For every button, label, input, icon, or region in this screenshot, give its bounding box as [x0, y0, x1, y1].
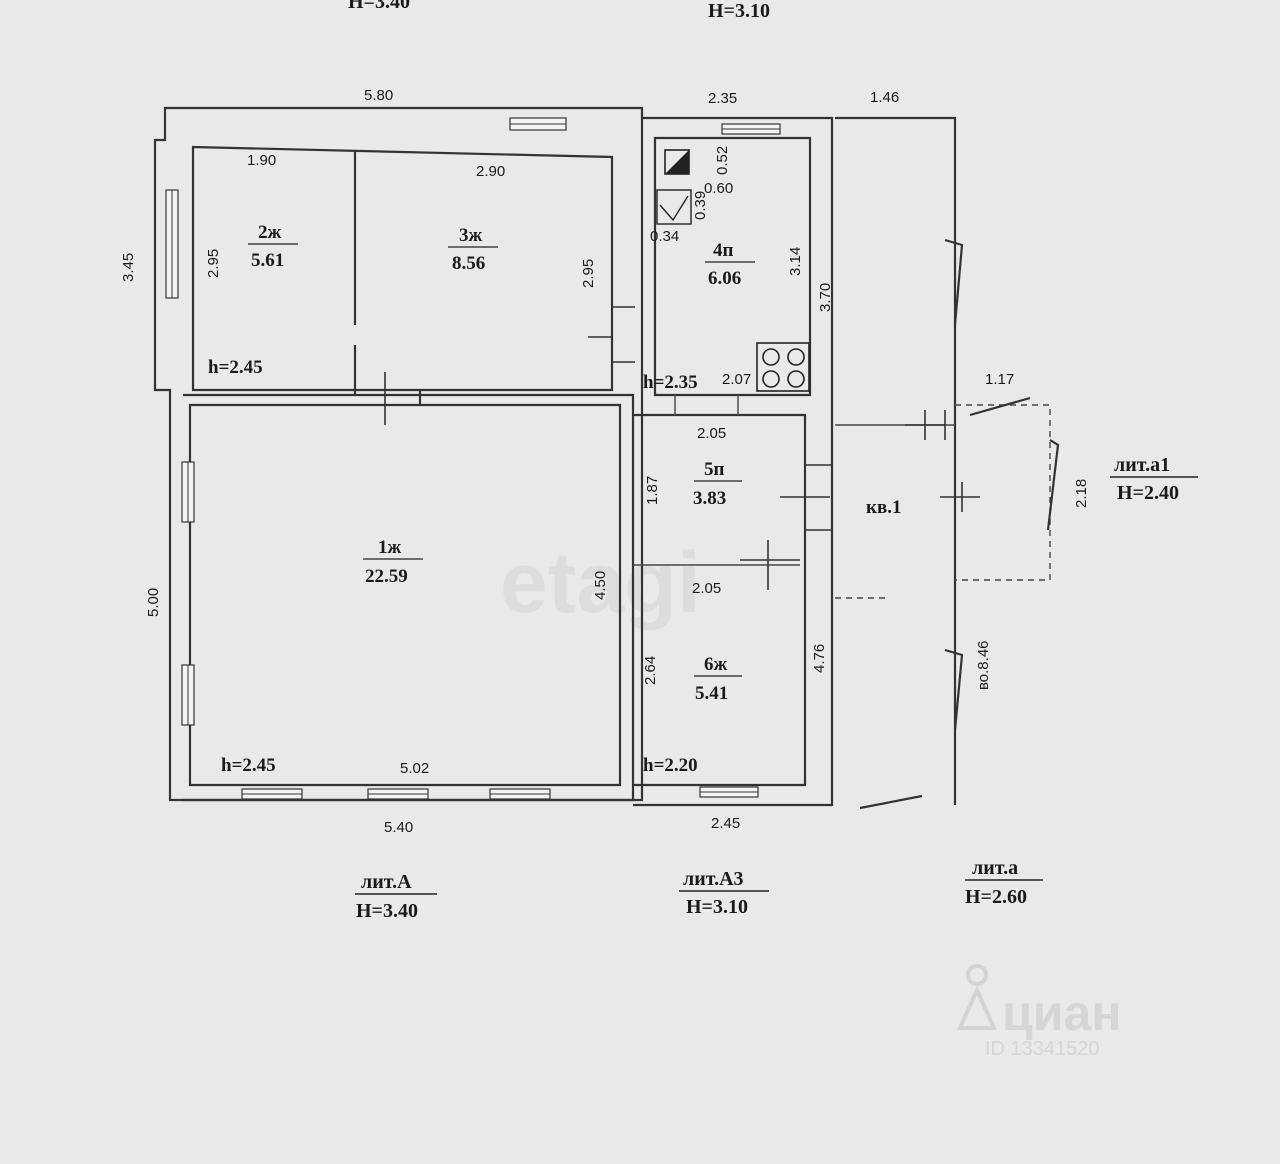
window-top-a3 — [721, 123, 781, 135]
room-6: 6ж 5.41 — [694, 654, 742, 704]
cian-watermark: циан — [1002, 985, 1121, 1041]
svg-text:6ж: 6ж — [704, 654, 728, 675]
dim-a1-top: 1.17 — [985, 371, 1014, 388]
svg-text:1ж: 1ж — [378, 537, 402, 558]
height-room-6: h=2.20 — [643, 755, 698, 776]
dim-r4-side: 3.14 — [787, 247, 804, 276]
svg-text:H=3.40: H=3.40 — [356, 900, 418, 922]
chimney-icon — [664, 149, 690, 175]
dim-r1-side: 4.50 — [592, 571, 609, 600]
liter-a: лит.А H=3.40 — [355, 871, 437, 922]
svg-text:лит.а1: лит.а1 — [1114, 454, 1170, 476]
svg-text:2ж: 2ж — [258, 222, 282, 243]
svg-text:лит.а: лит.а — [972, 857, 1018, 879]
cooktop-icon — [756, 342, 810, 392]
room-3: 3ж 8.56 — [448, 225, 498, 274]
dim-r4-052: 0.52 — [714, 146, 731, 175]
top-cut-height-center: H=3.10 — [708, 0, 770, 22]
cian-id-watermark: ID 13341520 — [985, 1038, 1100, 1060]
liter-a-small: лит.а H=2.60 — [965, 857, 1043, 908]
dim-r4-060: 0.60 — [704, 180, 733, 197]
svg-text:4п: 4п — [713, 240, 734, 261]
etagi-watermark: etagi — [500, 535, 701, 631]
dim-r5-side: 1.87 — [644, 476, 661, 505]
window-left-r2 — [165, 189, 179, 299]
walls-lit-a-small — [835, 116, 964, 810]
dim-r5-top: 2.05 — [697, 425, 726, 442]
svg-text:5.41: 5.41 — [695, 683, 728, 704]
dim-r6-top: 2.05 — [692, 580, 721, 597]
window-left-r1-lower — [181, 664, 195, 726]
room-2: 2ж 5.61 — [248, 222, 298, 271]
svg-text:3ж: 3ж — [459, 225, 483, 246]
dim-bottom-a: 5.40 — [384, 819, 413, 836]
stove-icon — [656, 189, 692, 225]
dim-a3-upper: 3.70 — [817, 283, 834, 312]
height-room-4: h=2.35 — [643, 372, 698, 393]
dim-r1-bottom: 5.02 — [400, 760, 429, 777]
dim-r4-034: 0.34 — [650, 228, 679, 245]
dim-top-a3: 2.35 — [708, 90, 737, 107]
liter-a1: лит.а1 H=2.40 — [1110, 454, 1198, 504]
dim-a3-lower: 4.76 — [811, 644, 828, 673]
window-bottom-1 — [241, 788, 303, 800]
window-bottom-a3 — [699, 786, 759, 798]
dim-r4-207: 2.07 — [722, 371, 751, 388]
dim-r2-side: 2.95 — [205, 249, 222, 278]
dim-r3-top: 2.90 — [476, 163, 505, 180]
window-top-a — [509, 117, 567, 131]
height-room-1: h=2.45 — [221, 755, 276, 776]
room-5: 5п 3.83 — [693, 459, 742, 509]
walls-lit-a3 — [633, 116, 834, 807]
svg-text:3.83: 3.83 — [693, 488, 726, 509]
window-bottom-2 — [367, 788, 429, 800]
windows — [165, 117, 781, 800]
svg-text:H=2.40: H=2.40 — [1117, 482, 1179, 504]
dim-top-a-right: 1.46 — [870, 89, 899, 106]
apartment-label: кв.1 — [866, 497, 901, 518]
svg-text:H=2.60: H=2.60 — [965, 886, 1027, 908]
dim-bottom-a3: 2.45 — [711, 815, 740, 832]
window-left-r1-upper — [181, 461, 195, 523]
dim-r4-039: 0.39 — [692, 191, 709, 220]
liter-a3: лит.А3 H=3.10 — [679, 868, 769, 918]
svg-text:5.61: 5.61 — [251, 250, 284, 271]
dim-r3-side: 2.95 — [580, 259, 597, 288]
dim-left-upper: 3.45 — [120, 253, 137, 282]
svg-text:22.59: 22.59 — [365, 566, 408, 587]
top-cut-height-left: H=3.40 — [348, 0, 410, 13]
room-4: 4п 6.06 — [705, 240, 755, 289]
walls-lit-a — [153, 106, 644, 802]
dim-a1-side: 2.18 — [1073, 479, 1090, 508]
svg-text:6.06: 6.06 — [708, 268, 741, 289]
door-marks — [384, 306, 980, 590]
svg-text:8.56: 8.56 — [452, 253, 485, 274]
dim-r6-side: 2.64 — [642, 656, 659, 685]
dim-a-side: во.8.46 — [975, 640, 992, 690]
svg-text:лит.А3: лит.А3 — [683, 868, 744, 890]
dim-top-a: 5.80 — [364, 87, 393, 104]
svg-text:лит.А: лит.А — [361, 871, 412, 893]
window-bottom-3 — [489, 788, 551, 800]
cian-logo-icon — [956, 964, 998, 1030]
height-room-2: h=2.45 — [208, 357, 263, 378]
walls-lit-a1 — [955, 396, 1060, 581]
room-1: 1ж 22.59 — [363, 537, 423, 587]
svg-text:5п: 5п — [704, 459, 725, 480]
dim-r2-top: 1.90 — [247, 152, 276, 169]
svg-text:H=3.10: H=3.10 — [686, 896, 748, 918]
dim-left-lower: 5.00 — [145, 588, 162, 617]
